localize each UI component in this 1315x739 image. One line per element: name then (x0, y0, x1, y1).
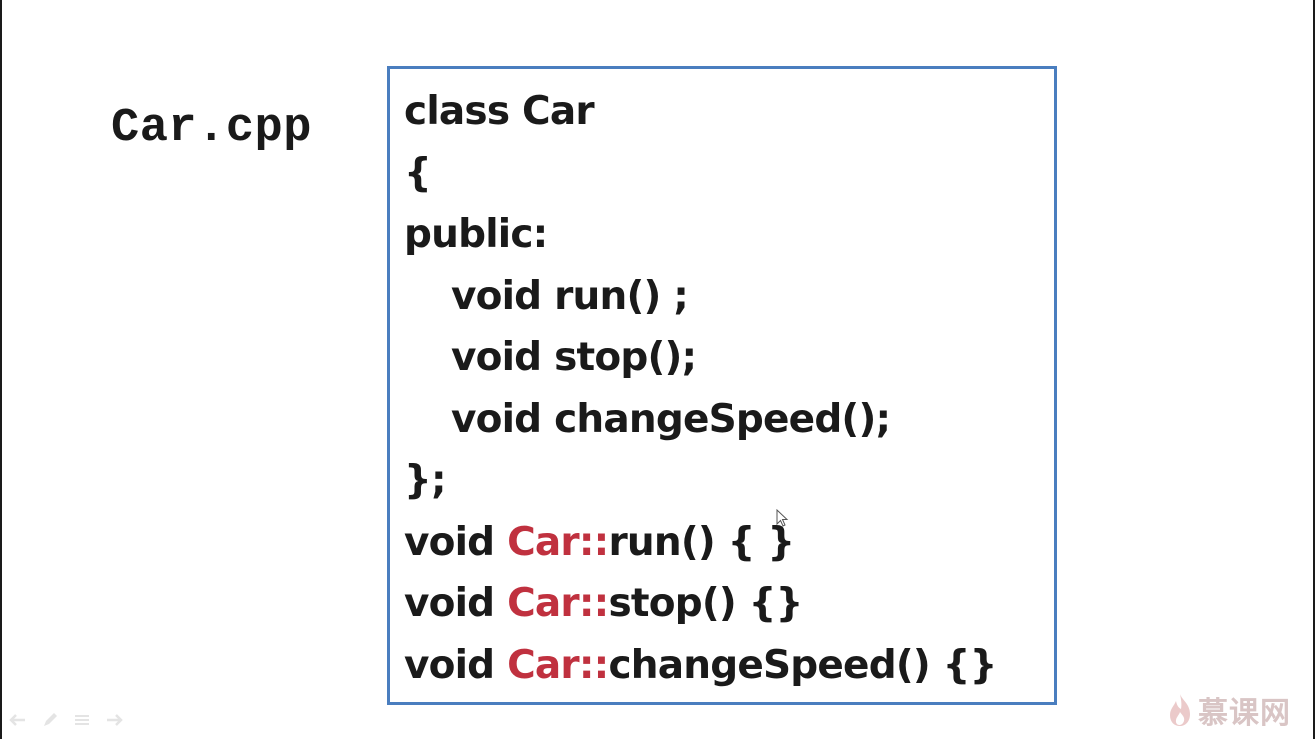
code-token: void stop(); (451, 335, 697, 380)
code-line: void Car::stop() {} (404, 573, 997, 635)
code-line: void run() ; (404, 266, 997, 328)
code-line: { (404, 143, 997, 205)
code-line: void stop(); (404, 327, 997, 389)
code-line: void Car::run() { } (404, 512, 997, 574)
code-token: }; (404, 458, 447, 503)
code-token: run() { } (608, 519, 795, 565)
code-token: stop() {} (608, 581, 803, 626)
code-token: void (404, 519, 508, 565)
code-token: class Car (404, 89, 595, 134)
watermark: 慕课网 (1166, 688, 1291, 732)
code-token: public: (404, 212, 548, 257)
code-token: void changeSpeed(); (451, 396, 891, 442)
code-line: void Car::changeSpeed() {} (404, 635, 997, 697)
mouse-cursor-icon (776, 509, 789, 527)
file-name-title: Car.cpp (111, 102, 312, 155)
code-line: }; (404, 450, 997, 512)
code-line: void changeSpeed(); (404, 389, 997, 451)
back-arrow-icon[interactable] (8, 711, 28, 729)
left-frame-border (0, 0, 2, 739)
class-scope-token: Car:: (507, 642, 609, 688)
player-controls (8, 711, 124, 729)
right-frame-border (1313, 0, 1315, 739)
flame-logo-icon (1170, 694, 1190, 726)
code-line: public: (404, 204, 997, 266)
code-box: class Car { public: void run() ; void stop()… (387, 66, 1057, 705)
forward-arrow-icon[interactable] (104, 711, 124, 729)
code-token: changeSpeed() {} (608, 642, 997, 688)
code-token: { (404, 150, 432, 196)
class-scope-token: Car:: (507, 519, 609, 565)
code-lines: class Car { public: void run() ; void stop()… (404, 81, 997, 696)
code-token: void (404, 642, 508, 688)
class-scope-token: Car:: (507, 581, 609, 626)
code-line: class Car (404, 81, 997, 143)
menu-icon[interactable] (72, 711, 92, 729)
watermark-text: 慕课网 (1198, 696, 1291, 731)
code-token: void (404, 581, 508, 626)
pen-icon[interactable] (40, 711, 60, 729)
code-token: void run() ; (451, 273, 689, 319)
